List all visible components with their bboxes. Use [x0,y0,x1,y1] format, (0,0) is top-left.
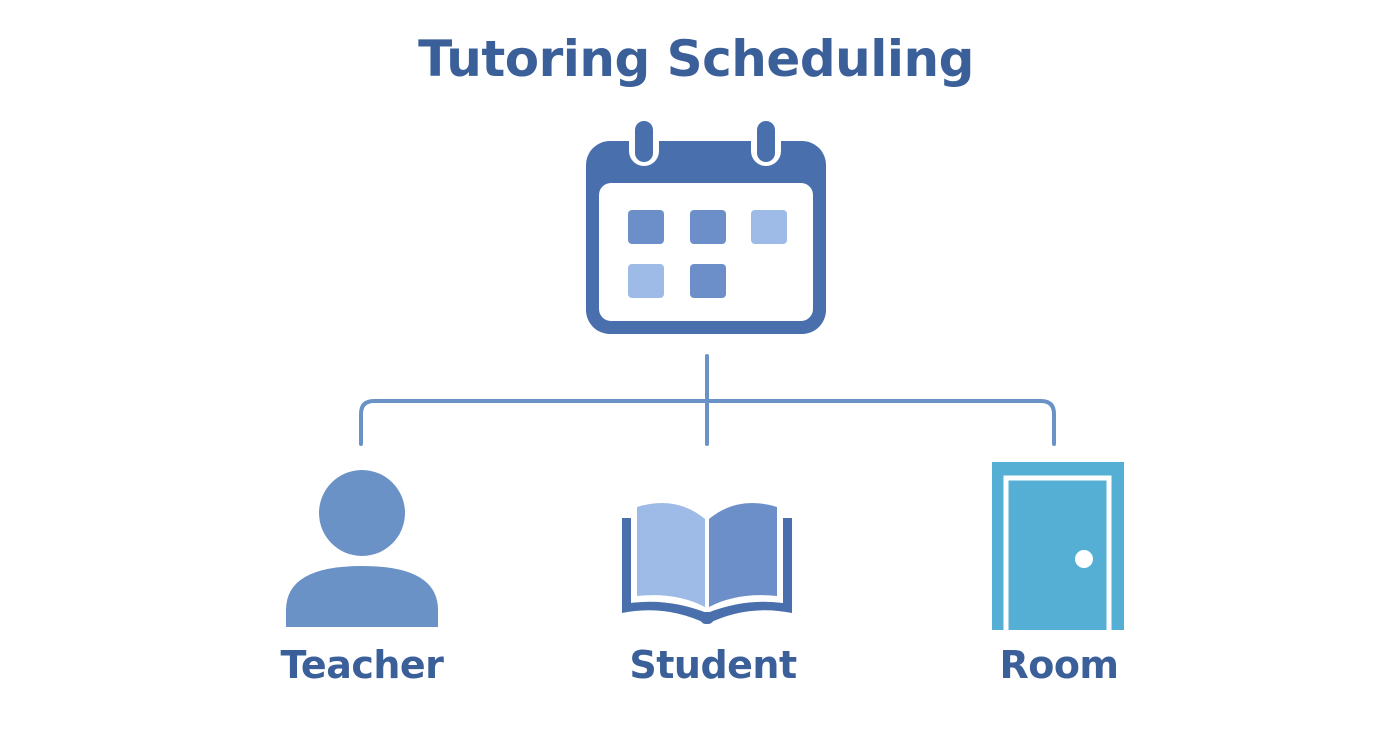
calendar-icon [586,118,826,334]
student-label: Student [629,643,797,687]
door-icon [992,462,1124,630]
diagram-title: Tutoring Scheduling [418,30,974,88]
teacher-label: Teacher [280,643,444,687]
connector-lines [359,354,1056,446]
open-book-icon [622,503,792,624]
room-label: Room [999,643,1119,687]
person-icon [286,470,438,627]
